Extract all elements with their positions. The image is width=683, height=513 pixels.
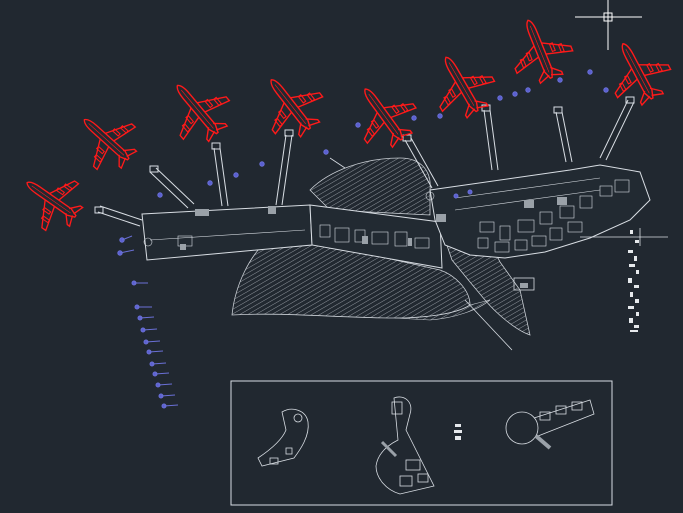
aircraft-7-icon (499, 8, 581, 91)
aircraft-2-icon (64, 97, 149, 182)
detail-central-hall-drawing (375, 396, 435, 495)
aircraft-5-icon (340, 70, 428, 159)
aircraft-3-icon (153, 65, 242, 154)
annotation-column (628, 230, 639, 332)
crosshair-cursor-icon[interactable] (575, 0, 642, 50)
detail-frame (230, 380, 613, 506)
detail-satellite-drawing (505, 399, 595, 450)
aircraft-8-icon (595, 28, 680, 115)
jet-bridges (94, 96, 635, 227)
leader-lines (329, 157, 668, 351)
detail-legend (454, 424, 462, 440)
terminal-east-pier (429, 164, 651, 259)
apron-markers (117, 69, 609, 409)
aircraft-1-icon (10, 158, 94, 241)
terminal-interior-detail (143, 177, 630, 253)
filled-service-blocks (180, 197, 567, 288)
detail-east-wing-drawing (257, 408, 309, 467)
aircraft-4-icon (246, 60, 335, 149)
